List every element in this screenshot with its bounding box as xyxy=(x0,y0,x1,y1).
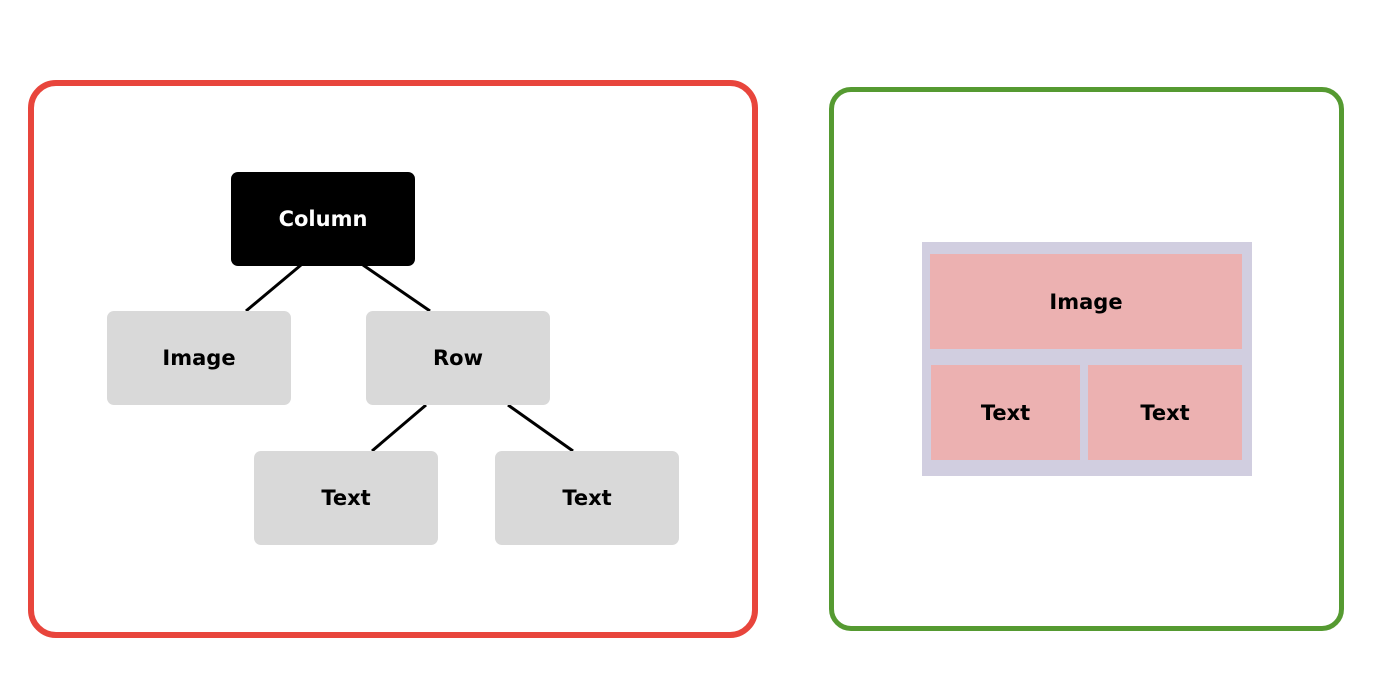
layout-image-cell: Image xyxy=(930,254,1242,349)
edge-column-row xyxy=(362,263,431,313)
tree-node-row: Row xyxy=(366,311,550,405)
tree-node-text-1: Text xyxy=(254,451,438,545)
layout-text-cell-1: Text xyxy=(931,365,1080,460)
tree-node-text-2: Text xyxy=(495,451,679,545)
edge-column-image xyxy=(245,263,302,313)
tree-node-column: Column xyxy=(231,172,415,266)
tree-node-image: Image xyxy=(107,311,291,405)
edge-row-text-2 xyxy=(507,403,574,453)
edge-row-text-1 xyxy=(371,403,427,453)
layout-text-cell-2: Text xyxy=(1088,365,1242,460)
